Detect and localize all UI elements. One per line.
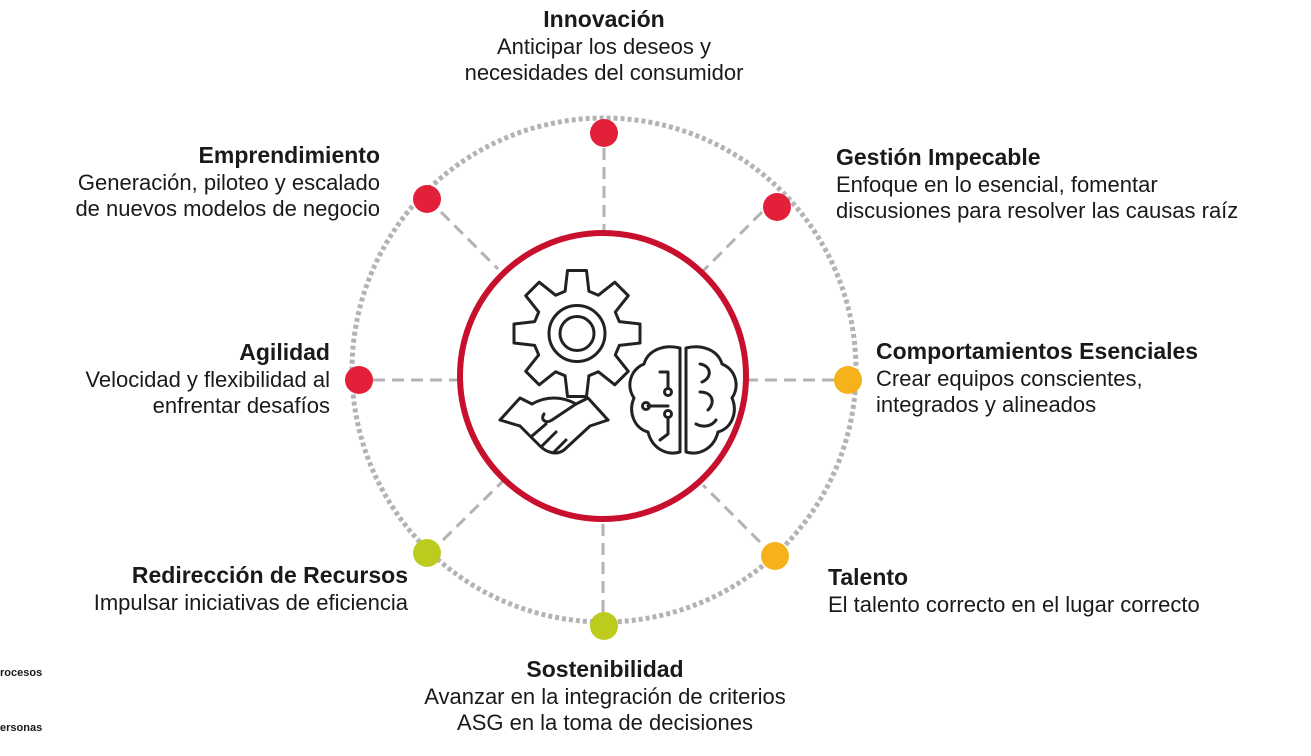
node-dots	[345, 119, 862, 640]
node-desc-line: discusiones para resolver las causas raí…	[836, 197, 1239, 223]
node-desc-line: ASG en la toma de decisiones	[457, 709, 753, 735]
node-sostenibilidad: Sostenibilidad Avanzar en la integración…	[340, 656, 870, 736]
node-desc-line: integrados y alineados	[876, 391, 1097, 417]
node-title: Comportamientos Esenciales	[876, 338, 1199, 364]
node-title: Agilidad	[239, 339, 330, 365]
handshake-icon	[498, 396, 610, 455]
node-desc-line: Crear equipos conscientes,	[876, 365, 1143, 391]
node-desc-line: necesidades del consumidor	[464, 59, 744, 85]
node-dot-gestion	[763, 193, 791, 221]
node-title: Innovación	[543, 6, 665, 32]
node-comportamientos: Comportamientos Esenciales Crear equipos…	[876, 338, 1308, 418]
node-dot-emprendimiento	[413, 185, 441, 213]
node-dot-agilidad	[345, 366, 373, 394]
node-desc-line: de nuevos modelos de negocio	[75, 195, 380, 221]
node-desc-line: Velocidad y flexibilidad al	[85, 366, 330, 392]
node-title: Gestión Impecable	[836, 144, 1041, 170]
node-emprendimiento: Emprendimiento Generación, piloteo y esc…	[2, 142, 380, 222]
node-desc-line: Impulsar iniciativas de eficiencia	[93, 589, 408, 615]
node-dot-sostenibilidad	[590, 612, 618, 640]
node-talento: Talento El talento correcto en el lugar …	[828, 564, 1308, 618]
node-title: Talento	[828, 564, 909, 590]
gear-icon	[512, 269, 642, 398]
node-desc-line: Enfoque en lo esencial, fomentar	[836, 171, 1158, 197]
node-title: Redirección de Recursos	[131, 562, 408, 588]
brain-circuit-icon	[628, 345, 738, 455]
node-dot-talento	[761, 542, 789, 570]
node-dot-redireccion	[413, 539, 441, 567]
node-dot-innovacion	[590, 119, 618, 147]
node-agilidad: Agilidad Velocidad y flexibilidad al enf…	[8, 339, 330, 419]
node-gestion: Gestión Impecable Enfoque en lo esencial…	[836, 144, 1308, 224]
node-desc-line: Generación, piloteo y escalado	[77, 169, 380, 195]
node-dot-comportamientos	[834, 366, 862, 394]
node-desc-line: Anticipar los deseos y	[497, 33, 711, 59]
node-innovacion: Innovación Anticipar los deseos y necesi…	[400, 6, 808, 86]
node-desc-line: El talento correcto en el lugar correcto	[828, 591, 1200, 617]
node-desc-line: Avanzar en la integración de criterios	[424, 683, 786, 709]
node-redireccion: Redirección de Recursos Impulsar iniciat…	[8, 562, 408, 616]
node-title: Emprendimiento	[198, 142, 380, 168]
node-desc-line: enfrentar desafíos	[152, 392, 330, 418]
legend-item-procesos: rocesos	[0, 667, 43, 679]
legend-item-personas: ersonas	[0, 722, 43, 734]
spoke-lines	[373, 148, 834, 612]
node-title: Sostenibilidad	[526, 656, 684, 682]
